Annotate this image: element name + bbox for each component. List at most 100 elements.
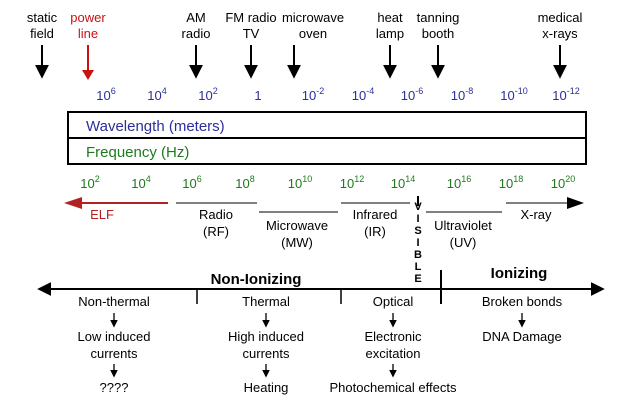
band-label-line2: (MW) [281,235,313,250]
source-arrow-head [82,70,94,80]
effects-col-ionizing: Broken bonds DNA Damage [482,294,563,344]
source-label-line1: tanning [417,10,460,25]
effects-col-optical: Optical Electronic excitation Photochemi… [330,294,457,395]
effects-col-non-thermal: Non-thermal Low induced currents ???? [78,294,151,395]
elf-label: ELF [90,207,114,222]
sources-row: static field power line AM radio FM radi… [27,10,583,80]
visible-letter: S [414,225,421,237]
band-radio: Radio (RF) [176,202,257,239]
effect-line: excitation [366,346,421,361]
source-label-line1: medical [538,10,583,25]
band-label-line1: Radio [199,207,233,222]
band-infrared: Infrared (IR) [341,202,410,239]
visible-letter: L [415,261,422,273]
frequency-tick: 106 [182,174,201,191]
frequency-tick: 108 [235,174,254,191]
source-power-line: power line [70,10,106,80]
non-ionizing-label: Non-Ionizing [211,271,302,288]
source-label-line2: lamp [376,26,404,41]
source-label-line2: field [30,26,54,41]
xray-arrow-head [567,197,584,209]
wavelength-tick: 10-12 [552,86,579,103]
source-fm-radio-tv: FM radio TV [225,10,277,79]
frequency-tick: 1016 [447,174,471,191]
source-label-line1: microwave [282,10,344,25]
source-label-line2: booth [422,26,455,41]
bands-row: ELF Radio (RF) Microwave (MW) Infrared (… [64,196,584,285]
frequency-tick: 1012 [340,174,364,191]
source-label-line2: line [78,26,98,41]
band-label-line1: Microwave [266,218,328,233]
visible-letter: V [414,201,422,213]
band-label-line2: (IR) [364,224,386,239]
effect-heading: Non-thermal [78,294,150,309]
band-ultraviolet: Ultraviolet (UV) [426,211,502,250]
effect-line: High induced [228,329,304,344]
scale-box: Wavelength (meters) Frequency (Hz) [67,111,587,165]
wavelength-ticks: 106 104 102 1 10-2 10-4 10-6 10-8 10-10 … [96,86,579,103]
effect-line: Heating [244,380,289,395]
source-am-radio: AM radio [182,10,210,79]
frequency-tick: 1020 [551,174,575,191]
band-elf: ELF [64,197,168,222]
effect-line: currents [243,346,290,361]
source-label-line1: power [70,10,106,25]
effect-line: currents [91,346,138,361]
ionizing-label: Ionizing [491,265,548,282]
band-xray: X-ray [506,197,584,222]
source-tanning-booth: tanning booth [417,10,460,79]
wavelength-tick: 104 [147,86,166,103]
source-label-line1: static [27,10,58,25]
frequency-label: Frequency (Hz) [86,144,189,161]
visible-letter: B [414,249,422,261]
frequency-tick: 102 [80,174,99,191]
source-label-line2: oven [299,26,327,41]
source-static-field: static field [27,10,58,79]
source-label-line1: heat [377,10,403,25]
band-visible: V I S I B L E [414,196,422,285]
band-label-line1: Infrared [353,207,398,222]
visible-letter: I [416,237,419,249]
effect-line: Low induced [78,329,151,344]
effect-heading: Broken bonds [482,294,563,309]
effect-line: Photochemical effects [330,380,457,395]
frequency-tick: 1018 [499,174,523,191]
frequency-ticks: 102 104 106 108 1010 1012 1014 1016 1018… [80,174,575,191]
wavelength-tick: 10-2 [302,86,324,103]
source-label-line1: FM radio [225,10,276,25]
effects-col-thermal: Thermal High induced currents Heating [228,294,304,395]
source-label-line2: TV [243,26,260,41]
wavelength-tick: 106 [96,86,115,103]
elf-arrow-head [64,197,82,209]
source-label-line1: AM [186,10,206,25]
ionization-axis: Non-Ionizing Ionizing [37,265,605,304]
source-heat-lamp: heat lamp [376,10,404,79]
visible-letter: I [416,213,419,225]
effect-heading: Thermal [242,294,290,309]
frequency-tick: 1010 [288,174,312,191]
band-label-line1: Ultraviolet [434,218,492,233]
visible-letter: E [414,273,421,285]
source-microwave-oven: microwave oven [282,10,344,79]
wavelength-tick: 10-4 [352,86,374,103]
band-microwave: Microwave (MW) [259,211,338,250]
source-label-line2: x-rays [542,26,578,41]
wavelength-tick: 102 [198,86,217,103]
xray-label: X-ray [520,207,552,222]
effect-line: DNA Damage [482,329,561,344]
effect-line: ???? [100,380,129,395]
wavelength-label: Wavelength (meters) [86,118,225,135]
effect-heading: Optical [373,294,414,309]
frequency-tick: 104 [131,174,150,191]
wavelength-tick: 1 [254,88,261,103]
source-medical-x-rays: medical x-rays [538,10,583,79]
wavelength-tick: 10-6 [401,86,423,103]
wavelength-tick: 10-8 [451,86,473,103]
band-label-line2: (RF) [203,224,229,239]
band-label-line2: (UV) [450,235,477,250]
frequency-tick: 1014 [391,174,415,191]
effect-line: Electronic [364,329,422,344]
wavelength-tick: 10-10 [500,86,527,103]
